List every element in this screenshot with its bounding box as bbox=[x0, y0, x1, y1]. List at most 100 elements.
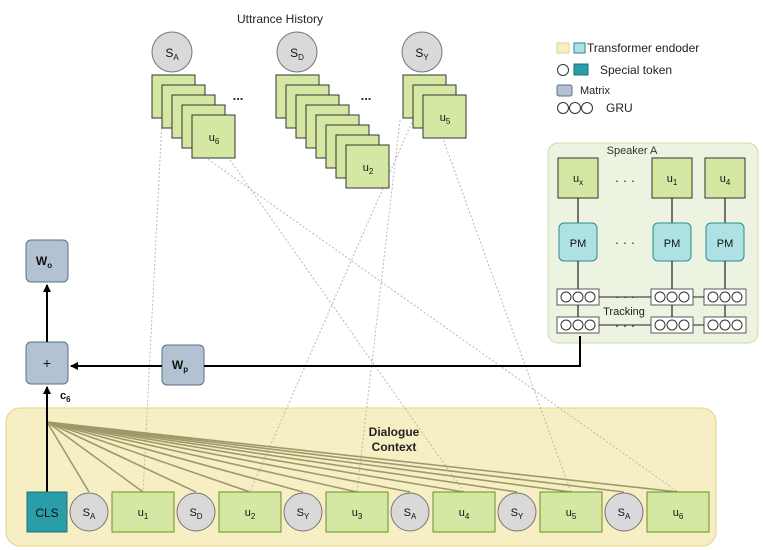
context-utterance-token bbox=[325, 491, 389, 533]
gru-unit bbox=[572, 291, 584, 303]
legend-transformer-label: Transformer endoder bbox=[587, 41, 699, 55]
context-utterance-label: u4 bbox=[459, 507, 470, 521]
legend-gru-circle-2 bbox=[569, 102, 581, 114]
wo-matrix bbox=[25, 239, 69, 283]
gru-unit bbox=[560, 291, 572, 303]
gru-unit bbox=[584, 319, 596, 331]
history-title: Uttrance History bbox=[237, 12, 323, 26]
context-speaker-label: SY bbox=[511, 507, 524, 521]
wo-label: Wo bbox=[36, 254, 52, 270]
gru-unit bbox=[572, 319, 584, 331]
gru-unit bbox=[584, 291, 596, 303]
legend-matrix-label: Matrix bbox=[580, 85, 610, 97]
context-utterance-token bbox=[111, 491, 175, 533]
gru-unit bbox=[654, 291, 666, 303]
context-speaker-label: SD bbox=[189, 507, 202, 521]
gru-ellipsis: · · · bbox=[615, 318, 635, 333]
history-ellipsis: ... bbox=[233, 88, 244, 103]
cls-attention-line bbox=[46, 421, 358, 493]
speaker-panel-title: Speaker A bbox=[607, 145, 658, 157]
history-context-link bbox=[437, 124, 572, 493]
history-utterance-card bbox=[345, 144, 390, 189]
gru-ellipsis: · · · bbox=[615, 289, 635, 304]
c6-label: c6 bbox=[60, 390, 71, 404]
cls-attention-line bbox=[46, 421, 625, 493]
gru-unit bbox=[666, 319, 678, 331]
legend-gru-circle-1 bbox=[557, 102, 569, 114]
gru-unit bbox=[654, 319, 666, 331]
pm-ellipsis: · · · bbox=[615, 235, 635, 250]
legend: Transformer endoder Special token Matrix… bbox=[556, 41, 699, 115]
cls-attention-line bbox=[46, 421, 518, 493]
history-speaker-circle bbox=[151, 31, 193, 73]
history-front-utterance-label: u5 bbox=[440, 112, 451, 126]
wp-label: Wp bbox=[172, 358, 188, 374]
plus-label: + bbox=[43, 355, 51, 371]
pm-label: PM bbox=[664, 238, 681, 250]
context-speaker-label: SA bbox=[404, 507, 417, 521]
context-utterance-token bbox=[218, 491, 282, 533]
history-front-utterance-label: u6 bbox=[209, 132, 220, 146]
context-speaker-token bbox=[604, 492, 644, 532]
speaker-utterance-ellipsis: · · · bbox=[615, 173, 635, 188]
context-speaker-label: SY bbox=[297, 507, 310, 521]
history-speaker-circle bbox=[276, 31, 318, 73]
context-utterance-label: u2 bbox=[245, 507, 256, 521]
legend-transformer-swatch-2 bbox=[573, 42, 586, 54]
cls-attention-line bbox=[46, 421, 411, 493]
context-speaker-token bbox=[69, 492, 109, 532]
dialogue-context-title-line2: Context bbox=[372, 440, 417, 454]
history-utterance-card bbox=[422, 94, 467, 139]
context-speaker-token bbox=[283, 492, 323, 532]
history-speaker-label: SY bbox=[415, 46, 429, 62]
context-utterance-token bbox=[539, 491, 603, 533]
cls-attention-line bbox=[46, 421, 679, 493]
gru-unit bbox=[731, 291, 743, 303]
gru-unit bbox=[719, 291, 731, 303]
speaker-utterance-label: ux bbox=[573, 173, 583, 187]
history-speaker-circle bbox=[401, 31, 443, 73]
line-tracking-to-wp bbox=[204, 336, 581, 367]
cls-attention-line bbox=[46, 421, 465, 493]
dialogue-context-title-line1: Dialogue bbox=[369, 425, 420, 439]
history-ellipsis: ... bbox=[361, 88, 372, 103]
gru-unit bbox=[678, 291, 690, 303]
cls-attention-line bbox=[46, 421, 197, 493]
cls-attention-line bbox=[46, 421, 572, 493]
legend-special-label: Special token bbox=[600, 63, 672, 77]
context-utterance-label: u3 bbox=[352, 507, 363, 521]
cls-attention-line bbox=[46, 421, 251, 493]
cls-attention-line bbox=[46, 421, 304, 493]
history-utterance-card bbox=[191, 114, 236, 159]
legend-special-circle bbox=[557, 64, 569, 76]
gru-unit bbox=[731, 319, 743, 331]
context-speaker-label: SA bbox=[83, 507, 96, 521]
gru-unit bbox=[707, 291, 719, 303]
legend-gru-circle-3 bbox=[581, 102, 593, 114]
speaker-utterance bbox=[651, 157, 693, 199]
cls-attention-lines bbox=[46, 421, 679, 493]
gru-unit bbox=[666, 291, 678, 303]
history-speaker-label: SA bbox=[165, 46, 179, 62]
history-context-link bbox=[194, 149, 679, 493]
legend-transformer-swatch bbox=[556, 42, 570, 54]
context-speaker-token bbox=[390, 492, 430, 532]
context-utterance-label: u1 bbox=[138, 507, 149, 521]
legend-gru-label: GRU bbox=[606, 101, 633, 115]
history-front-utterance-label: u2 bbox=[363, 162, 374, 176]
context-utterance-token bbox=[432, 491, 496, 533]
cls-attention-line bbox=[46, 421, 90, 493]
gru-unit bbox=[678, 319, 690, 331]
history-context-link bbox=[356, 119, 401, 493]
legend-matrix-swatch bbox=[556, 84, 573, 97]
speaker-utterance bbox=[704, 157, 746, 199]
legend-special-swatch bbox=[573, 63, 589, 76]
context-speaker-token bbox=[176, 492, 216, 532]
gru-unit bbox=[719, 319, 731, 331]
utterance-history: SA u6 SD u2 SY u5...... bbox=[151, 31, 467, 189]
speaker-utterance-label: u1 bbox=[667, 173, 678, 187]
history-speaker-label: SD bbox=[290, 46, 304, 62]
